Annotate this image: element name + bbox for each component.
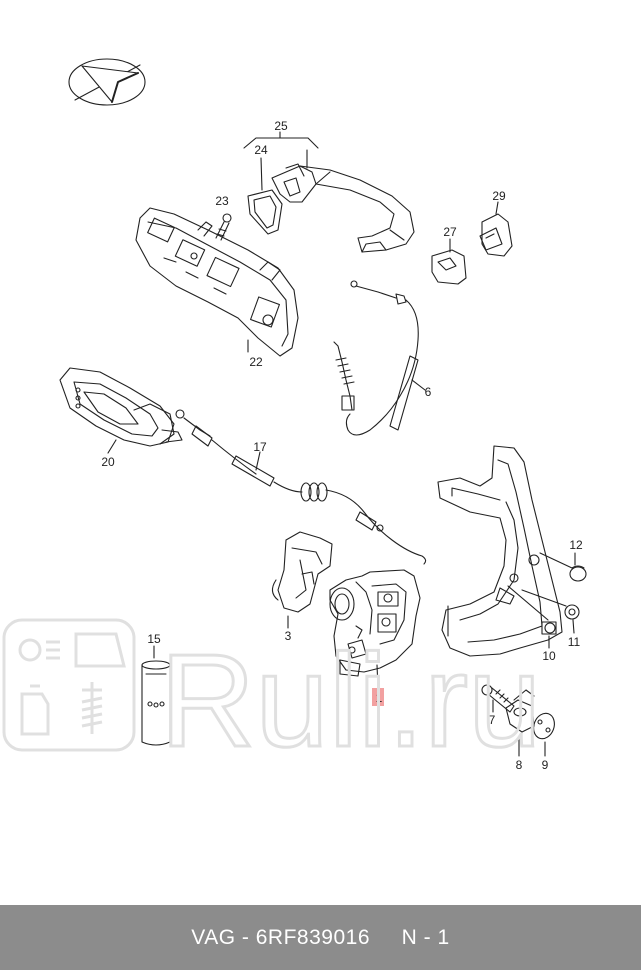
callout-15[interactable]: 15	[147, 632, 161, 646]
part-12-plug	[539, 552, 587, 582]
callout-9[interactable]: 9	[542, 758, 549, 772]
callout-17[interactable]: 17	[253, 440, 267, 454]
callout-10[interactable]: 10	[542, 649, 556, 663]
callout-6[interactable]: 6	[425, 385, 432, 399]
footer-part-reference: VAG - 6RF839016 N - 1	[191, 925, 450, 949]
part-17-interior-cable	[175, 409, 427, 565]
callout-12[interactable]: 12	[569, 538, 583, 552]
part-22-handle-carrier	[135, 207, 299, 357]
callout-8[interactable]: 8	[516, 758, 523, 772]
callout-24[interactable]: 24	[254, 143, 268, 157]
callout-3[interactable]: 3	[285, 629, 292, 643]
part-23-screw	[215, 213, 232, 241]
callout-23[interactable]: 23	[215, 194, 229, 208]
part-24-gasket	[247, 157, 283, 235]
callout-25[interactable]: 25	[274, 119, 288, 133]
door-frame-section	[437, 445, 563, 657]
part-3-bracket	[271, 531, 333, 629]
callout-labels: 25 24 23 29 27 22 6 20 17 12 3 15 1 10 1…	[101, 119, 583, 772]
part-9-shim	[533, 712, 555, 757]
callout-22[interactable]: 22	[249, 355, 263, 369]
callout-7[interactable]: 7	[489, 713, 496, 727]
callout-27[interactable]: 27	[443, 225, 457, 239]
exploded-parts-diagram: 25 24 23 29 27 22 6 20 17 12 3 15 1 10 1…	[59, 58, 587, 772]
footer-bar: VAG - 6RF839016 N - 1	[0, 905, 641, 970]
callout-25-bracket	[243, 131, 319, 149]
callout-29[interactable]: 29	[492, 189, 506, 203]
part-29-cap	[479, 201, 513, 257]
part-27-cover	[431, 238, 467, 285]
part-11-nut	[521, 589, 580, 634]
part-7-screw	[481, 684, 515, 713]
callout-11[interactable]: 11	[568, 635, 581, 649]
part-1-highlight	[372, 688, 384, 706]
part-15-lubricant-can	[141, 645, 171, 746]
part-6-bowden-cable	[333, 280, 426, 436]
part-1-door-lock	[329, 569, 421, 689]
callout-1[interactable]: 1	[376, 691, 383, 705]
part-25-exterior-handle	[271, 149, 415, 253]
direction-arrow-icon	[68, 58, 146, 106]
part-20-interior-handle	[59, 367, 183, 454]
callout-20[interactable]: 20	[101, 455, 115, 469]
part-8-striker	[505, 689, 535, 757]
part-10-bolt	[507, 585, 557, 649]
